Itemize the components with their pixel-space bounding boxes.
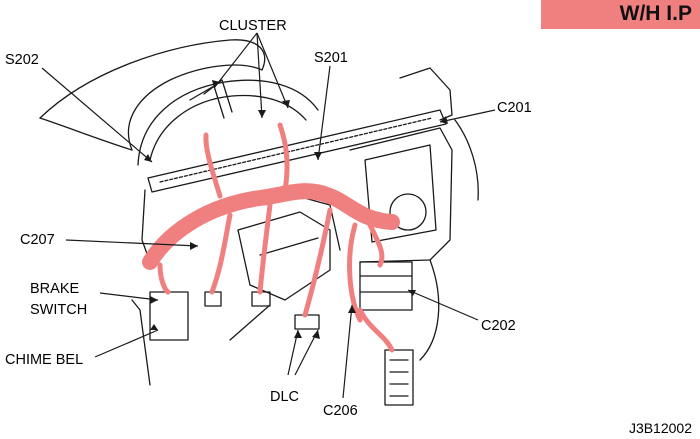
dash-shell-top — [39, 39, 266, 151]
label-c207: C207 — [20, 232, 55, 248]
figure-code: J3B12002 — [628, 420, 692, 436]
c206-pins — [389, 359, 409, 397]
harness-branch-cluster-b — [277, 122, 290, 193]
right-lower-panel — [419, 259, 440, 361]
arrow-c201 — [440, 116, 448, 124]
center-frame — [237, 211, 331, 301]
arrow-c202 — [408, 290, 416, 296]
harness-branch-chime — [157, 262, 171, 295]
arrow-brake-switch — [150, 296, 158, 304]
leader-c207 — [65, 239, 199, 247]
leader-c201 — [439, 109, 496, 123]
arrow-dlc-b — [312, 330, 320, 339]
c206-connector — [384, 349, 414, 406]
right-top-frame — [399, 67, 453, 121]
c202-block-lines — [359, 275, 413, 293]
leader-c206 — [342, 304, 353, 399]
left-lower-frame — [131, 299, 151, 386]
arrow-c207 — [190, 242, 198, 250]
cluster-bracket-b — [203, 79, 233, 113]
leader-cluster-b — [256, 32, 263, 119]
c202-block — [359, 261, 413, 311]
harness — [142, 122, 400, 353]
cross-beam — [147, 109, 447, 193]
harness-badge: W/H I.P — [541, 0, 700, 29]
label-dlc: DLC — [270, 389, 300, 405]
harness-branch-dlc — [302, 207, 333, 318]
label-c201: C201 — [497, 100, 532, 116]
harness-branch-c207 — [257, 202, 273, 295]
label-brake-switch-line2: SWITCH — [30, 302, 88, 318]
label-c206: C206 — [323, 403, 358, 419]
label-s201: S201 — [314, 50, 348, 66]
steering-bracket — [229, 304, 271, 341]
cross-beam-ribs — [159, 117, 433, 183]
leader-s202 — [41, 67, 153, 163]
leader-c202 — [407, 289, 479, 321]
arrow-cluster-c — [282, 100, 290, 108]
harness-branch-c206 — [347, 222, 363, 323]
harness-branch-c202 — [367, 222, 385, 268]
dlc-connector — [294, 314, 320, 330]
leader-cluster-c — [256, 32, 289, 109]
arrow-s202 — [144, 154, 152, 162]
dash-shell-edge — [39, 117, 133, 151]
cluster-hood-inner — [149, 94, 307, 161]
leader-s201 — [317, 65, 331, 161]
label-cluster: CLUSTER — [219, 18, 287, 34]
label-chime-bel: CHIME BEL — [5, 352, 84, 368]
arrow-chime-bel — [150, 324, 158, 330]
label-s202: S202 — [5, 52, 39, 68]
label-brake-switch-line1: BRAKE — [30, 281, 80, 297]
arrow-dlc-a — [294, 330, 302, 338]
right-housing — [349, 127, 453, 263]
label-c202: C202 — [481, 318, 516, 334]
harness-main-trunk — [142, 183, 400, 270]
harness-branch-c206-lower — [357, 307, 395, 353]
harness-badge-text: W/H I.P — [619, 2, 692, 25]
harness-branch-brake — [209, 212, 233, 295]
arrow-cluster-a — [212, 80, 220, 88]
arrow-c206 — [348, 305, 356, 313]
arrowheads — [144, 80, 448, 339]
cluster-bracket-a — [189, 85, 225, 119]
leader-chime-bel — [94, 329, 159, 358]
cluster-hood — [137, 79, 319, 166]
harness-branch-cluster-a — [203, 132, 223, 199]
arrow-s201 — [314, 152, 322, 160]
connector-c201-body — [389, 193, 427, 231]
center-frame-line — [259, 237, 319, 256]
arrow-cluster-b — [258, 110, 266, 118]
leader-brake-switch — [99, 292, 159, 301]
right-bracket — [454, 119, 479, 201]
leader-cluster-a — [213, 32, 258, 89]
